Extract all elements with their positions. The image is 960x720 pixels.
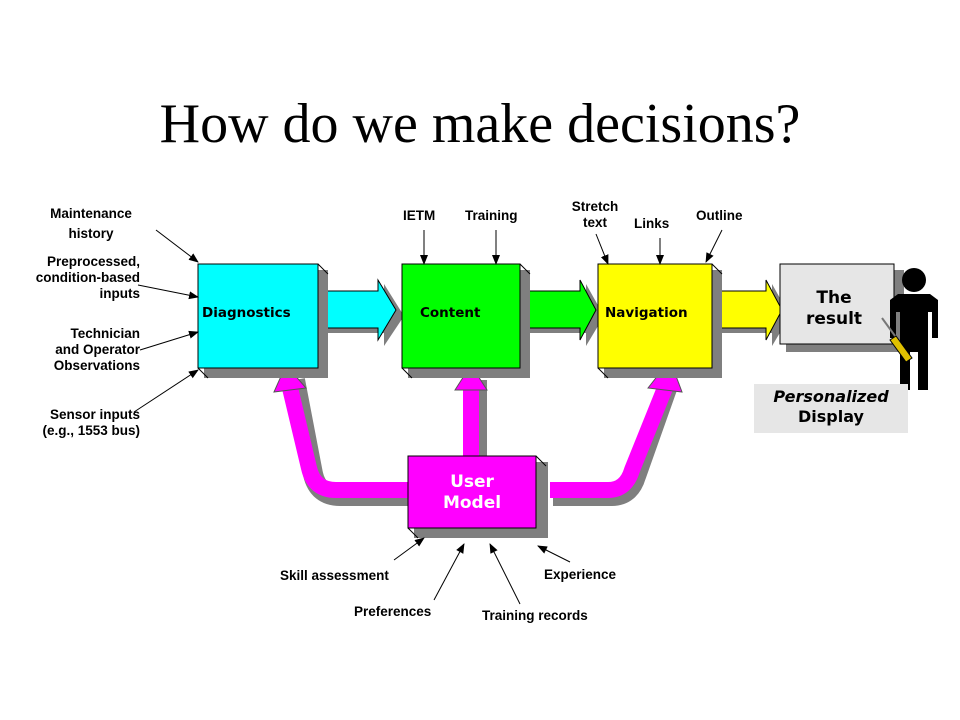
navigation-label: Navigation (605, 305, 688, 321)
input-training-records: Training records (482, 608, 588, 623)
input-technician-observations: Technician and Operator Observations (53, 326, 140, 373)
content-label: Content (420, 305, 481, 321)
person-icon (890, 268, 938, 390)
input-preferences: Preferences (354, 604, 432, 619)
screwdriver-icon (881, 317, 913, 363)
input-ietm: IETM (403, 208, 436, 223)
diagnostics-label: Diagnostics (202, 305, 291, 321)
personalized-display-label: Personalized Display (754, 384, 908, 433)
result-box (779, 263, 904, 352)
flow-arrows (313, 278, 790, 346)
input-training: Training (465, 208, 518, 223)
result-label: The result (805, 288, 863, 329)
display-line: Display (798, 407, 864, 426)
diagnostics-box (197, 263, 329, 379)
input-links: Links (634, 216, 670, 231)
input-sensor: Sensor inputs (e.g., 1553 bus) (42, 407, 140, 438)
personalized-line: Personalized (773, 387, 889, 406)
user-model-box (407, 455, 548, 539)
page-title: How do we make decisions? (159, 93, 801, 155)
input-stretch-text: Stretch text (571, 199, 619, 230)
input-experience: Experience (544, 567, 617, 582)
input-outline: Outline (696, 208, 743, 223)
input-maintenance-history: Maintenance history (50, 206, 132, 241)
input-arrows (133, 229, 723, 605)
input-preprocessed: Preprocessed, condition-based inputs (35, 254, 140, 301)
content-box (401, 263, 531, 379)
navigation-box (597, 263, 723, 379)
user-model-label: User Model (442, 472, 502, 513)
input-skill-assessment: Skill assessment (280, 568, 389, 583)
